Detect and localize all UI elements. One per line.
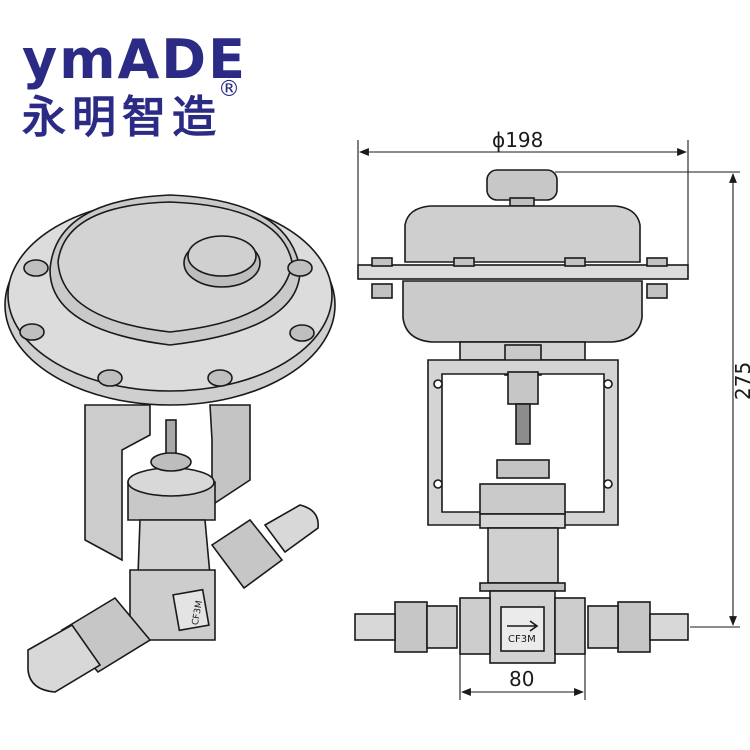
iso-bolt [19, 323, 45, 341]
front-bolt [453, 257, 475, 267]
front-yoke-frame [427, 359, 619, 526]
iso-bolt [207, 369, 233, 387]
iso-right-pipe [263, 504, 319, 554]
front-bonnet [487, 527, 559, 584]
iso-bolt [97, 369, 123, 387]
front-marking-plate [500, 606, 545, 652]
isometric-valve-view: CF3M [4, 194, 336, 693]
front-yoke-hole [433, 379, 443, 389]
front-yoke-hole [433, 479, 443, 489]
front-packing-nut [479, 483, 566, 515]
iso-marking-plate [172, 588, 210, 632]
iso-right-fitting [210, 518, 284, 590]
iso-body-marking: CF3M [191, 600, 205, 626]
front-right-fitting [617, 601, 651, 653]
front-diaphragm-lower [402, 280, 643, 343]
front-left-pipe [354, 613, 396, 641]
iso-yoke [84, 404, 151, 562]
front-yoke-hole [603, 479, 613, 489]
front-elevation-view: CF3M [354, 169, 689, 664]
front-valve-body [479, 582, 566, 592]
diameter-dimension-label: ϕ198 [492, 128, 543, 152]
front-bolt [371, 257, 393, 267]
front-stem-thread [515, 403, 531, 445]
front-bolt [564, 257, 586, 267]
brand-logo: ymADE 永明智造 ® [22, 28, 247, 143]
iso-bolt [23, 259, 49, 277]
front-top-cap [486, 169, 558, 201]
front-lock-nut [496, 459, 550, 479]
front-left-fitting [394, 601, 428, 653]
iso-bonnet [137, 519, 211, 576]
front-yoke-hole [603, 379, 613, 389]
front-body-marking: CF3M [508, 634, 536, 645]
iso-left-pipe [27, 623, 102, 693]
dimension-annotations [357, 140, 740, 700]
registered-trademark-icon: ® [218, 77, 240, 102]
front-bolt [371, 283, 393, 299]
front-bolt [646, 257, 668, 267]
front-flange-bar [357, 264, 689, 280]
front-diaphragm-upper [404, 205, 641, 263]
iso-flange-bolts [19, 259, 315, 387]
iso-bolt [289, 324, 315, 342]
brand-name-latin: ymADE [22, 28, 247, 91]
front-stem-coupler [507, 371, 539, 405]
width-dimension-label: 80 [509, 667, 534, 691]
front-bolt [646, 283, 668, 299]
brand-name-chinese: 永明智造 [22, 92, 222, 143]
front-right-pipe [649, 613, 689, 641]
iso-bolt [287, 259, 313, 277]
flow-arrow-icon [507, 620, 539, 632]
height-dimension-label: 275 [731, 362, 750, 400]
